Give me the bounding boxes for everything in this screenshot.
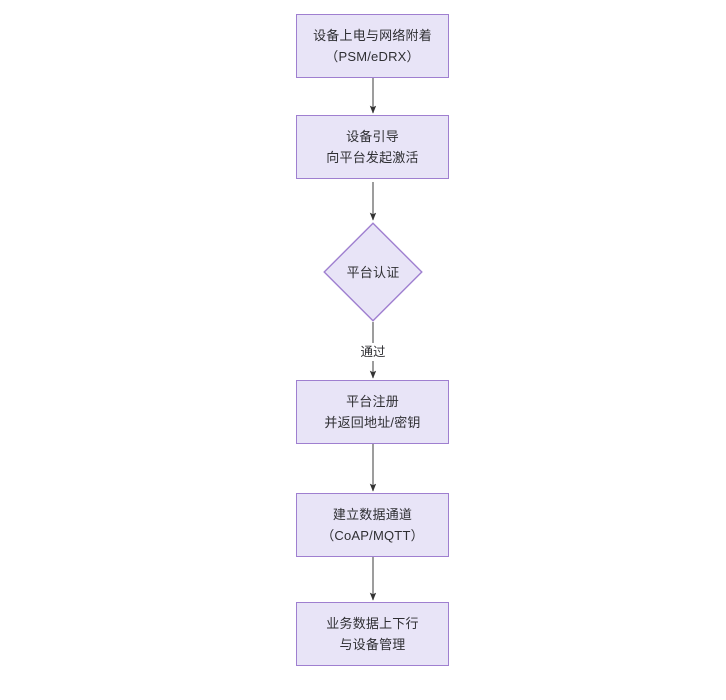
node-bootstrap[interactable]: 设备引导 向平台发起激活 <box>296 115 449 179</box>
node-platform-register[interactable]: 平台注册 并返回地址/密钥 <box>296 380 449 444</box>
node-bootstrap-label: 设备引导 向平台发起激活 <box>326 129 419 165</box>
node-power-on[interactable]: 设备上电与网络附着 （PSM/eDRX） <box>296 14 449 78</box>
node-platform-register-label: 平台注册 并返回地址/密钥 <box>324 394 421 430</box>
node-service-data-label: 业务数据上下行 与设备管理 <box>326 616 419 652</box>
edge-label-pass: 通过 <box>357 343 389 361</box>
diamond-shape <box>323 222 423 322</box>
node-data-channel-label: 建立数据通道 （CoAP/MQTT） <box>321 507 424 543</box>
node-platform-auth-label: 平台认证 <box>346 264 400 280</box>
node-data-channel[interactable]: 建立数据通道 （CoAP/MQTT） <box>296 493 449 557</box>
node-service-data[interactable]: 业务数据上下行 与设备管理 <box>296 602 449 666</box>
node-platform-auth[interactable]: 平台认证 <box>323 222 423 322</box>
node-power-on-label: 设备上电与网络附着 （PSM/eDRX） <box>313 28 432 64</box>
